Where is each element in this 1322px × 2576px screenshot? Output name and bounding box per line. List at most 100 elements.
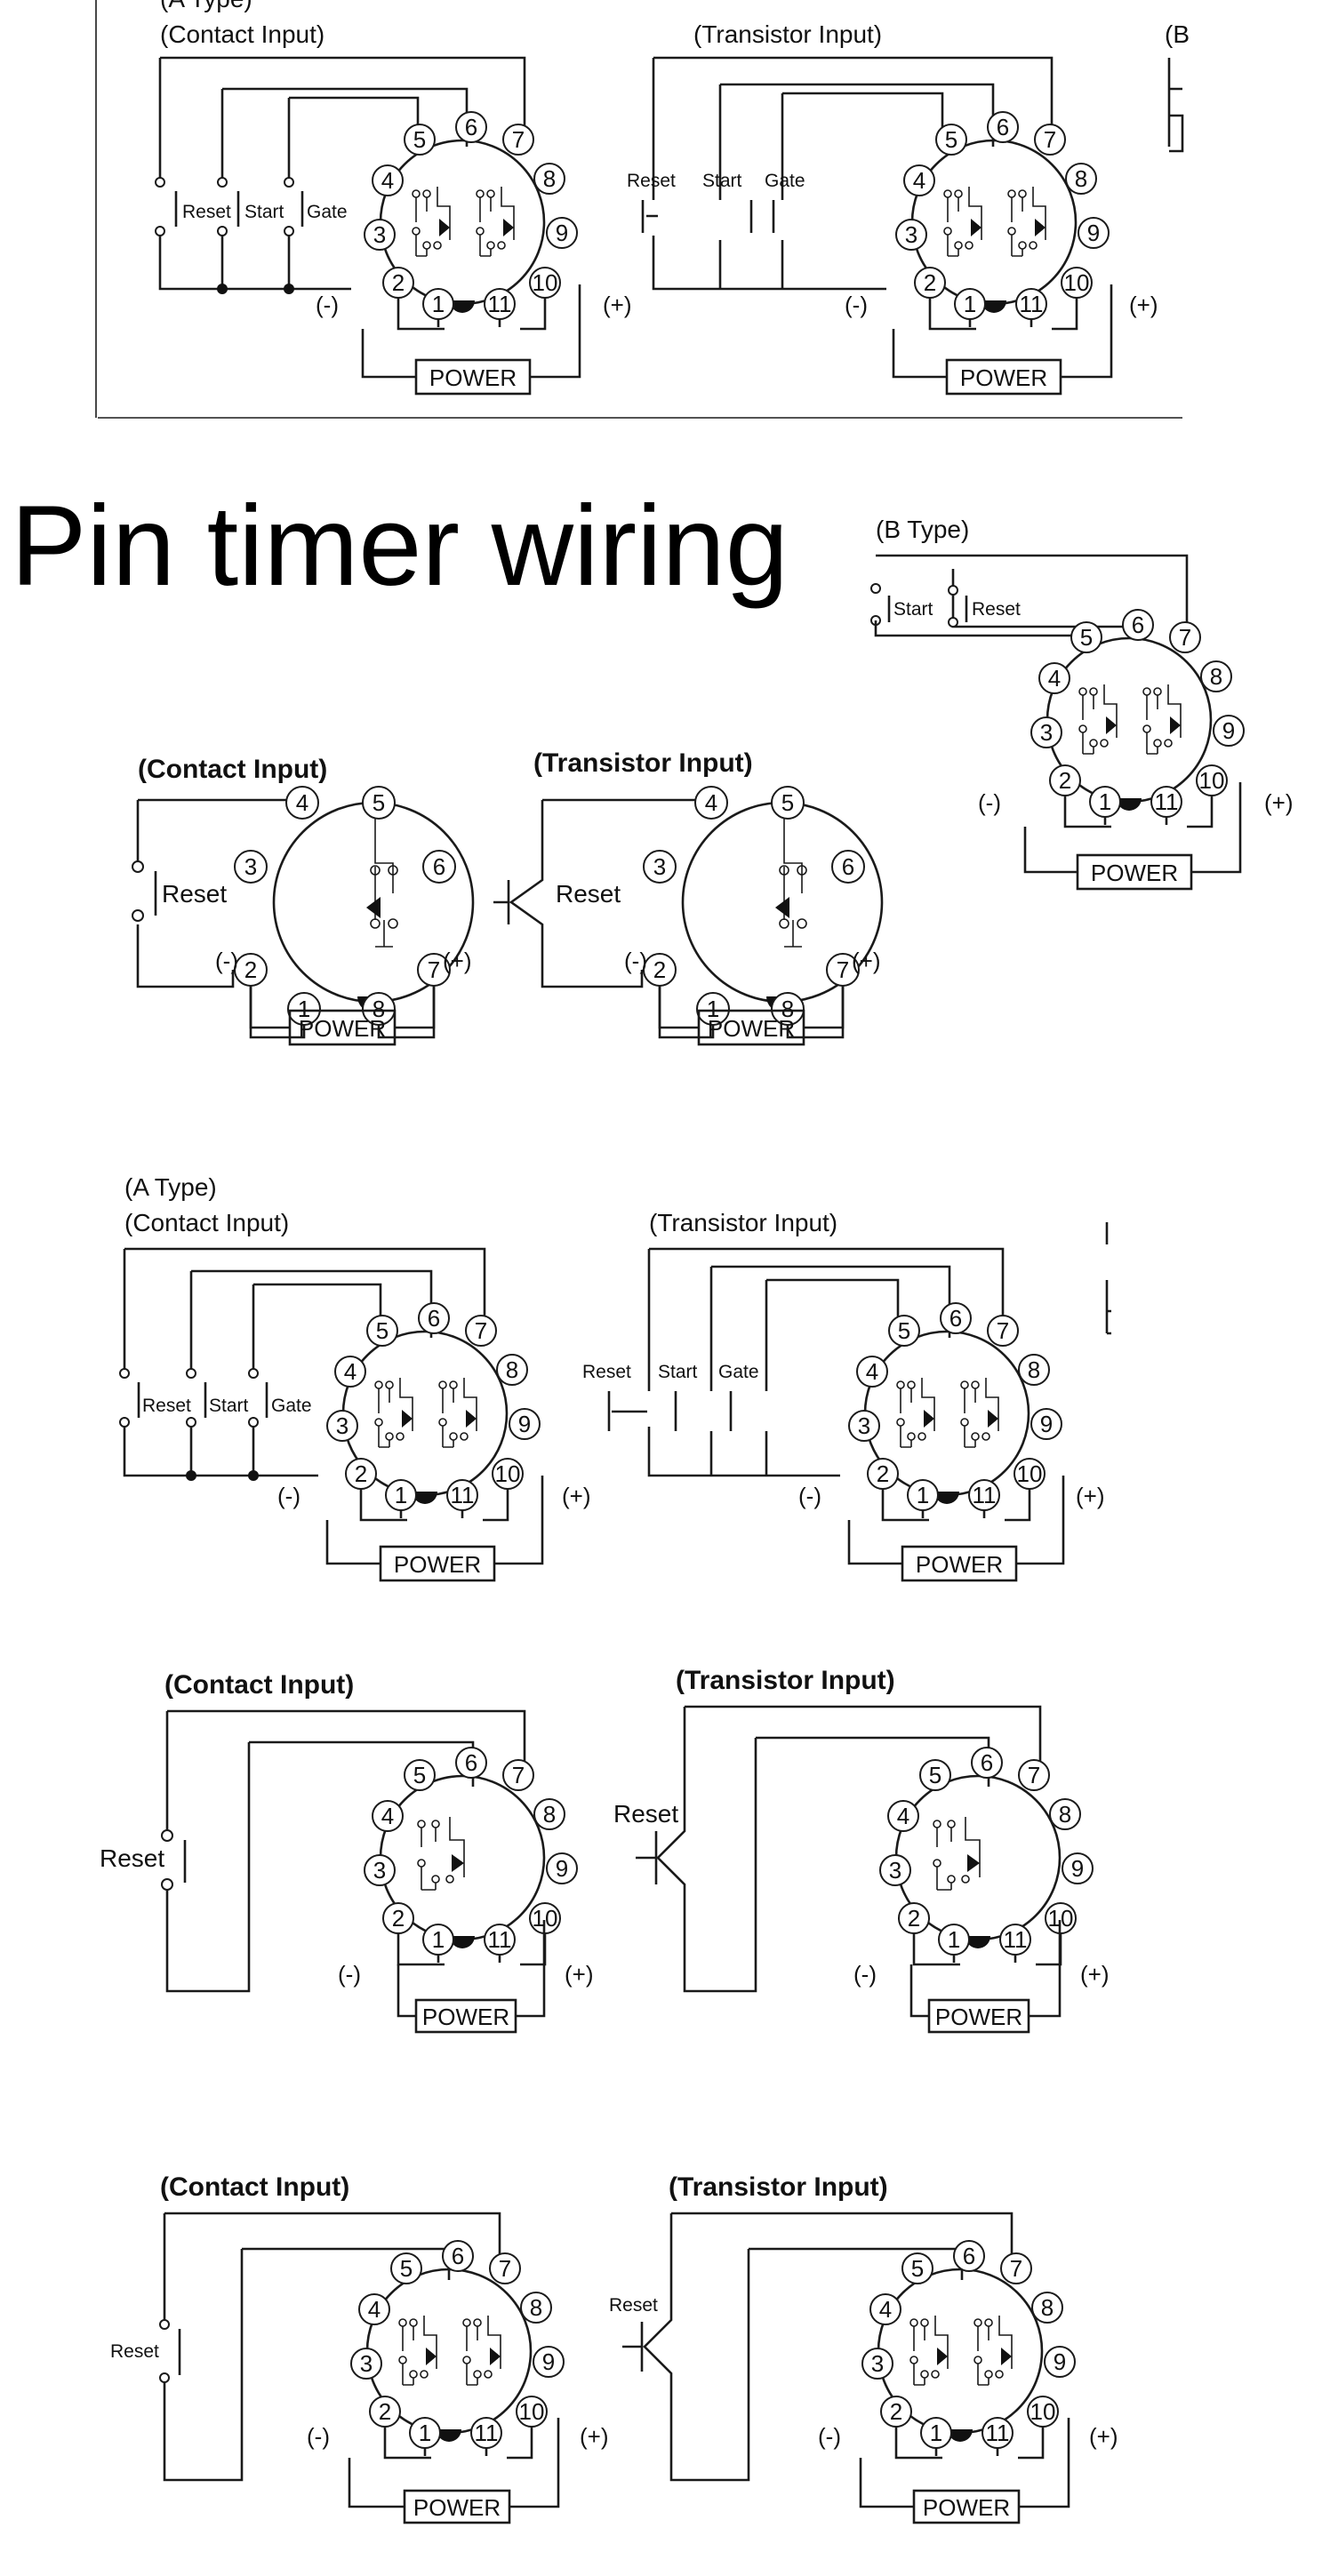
- power-label: POWER: [708, 1015, 795, 1042]
- contact-input-label: (Contact Input): [160, 20, 324, 48]
- pin-number: 3: [336, 1412, 349, 1439]
- timer-socket-11pin: [1030, 608, 1246, 828]
- pin-number: 7: [428, 956, 440, 983]
- pin-number: 1: [930, 2420, 942, 2446]
- gate-label: Gate: [271, 1396, 312, 1416]
- pin-number: 6: [465, 114, 477, 140]
- pin-number: 7: [1179, 624, 1191, 651]
- pin-number: 4: [897, 1803, 909, 1829]
- pin-number: 8: [1210, 663, 1222, 690]
- pin-number: 6: [963, 2243, 975, 2269]
- pin-number: 3: [360, 2350, 373, 2377]
- pin-number: 6: [997, 114, 1009, 140]
- pin-number: 4: [879, 2296, 892, 2323]
- pin-number: 10: [519, 2398, 545, 2425]
- pin-number: 10: [1064, 269, 1090, 296]
- pin-number: 3: [244, 853, 257, 880]
- pin-number: 7: [499, 2255, 511, 2282]
- pin-number: 2: [877, 1460, 889, 1487]
- pin-number: 6: [842, 853, 854, 880]
- gate-label: Gate: [307, 202, 348, 222]
- pin-number: 6: [428, 1305, 440, 1332]
- plus-label: (+): [1080, 1961, 1110, 1988]
- reset-label: Reset: [582, 1362, 631, 1382]
- power-label: POWER: [299, 1015, 386, 1042]
- plus-label: (+): [443, 948, 472, 974]
- pin-number: 1: [395, 1482, 407, 1508]
- pin-number: 2: [355, 1460, 367, 1487]
- power-label: POWER: [413, 2494, 501, 2521]
- reset-label: Reset: [627, 171, 676, 191]
- pin-number: 11: [1155, 788, 1179, 815]
- plus-label: (+): [1076, 1483, 1105, 1509]
- reset-label: Reset: [110, 2341, 159, 2362]
- minus-label: (-): [978, 789, 1001, 816]
- pin-number: 1: [419, 2420, 431, 2446]
- timer-socket-11pin: [325, 1301, 541, 1522]
- pin-number: 9: [1222, 717, 1235, 744]
- pin-number: 8: [1041, 2294, 1054, 2321]
- plus-label: (+): [1264, 789, 1294, 816]
- pin-number: 1: [917, 1482, 929, 1508]
- pin-number: 5: [1080, 624, 1093, 651]
- pin-number: 5: [911, 2255, 924, 2282]
- minus-label: (-): [845, 292, 868, 318]
- pin-number: 2: [653, 956, 666, 983]
- pin-number: 8: [543, 1801, 556, 1828]
- pin-number: 1: [432, 1926, 445, 1953]
- gate-label: Gate: [765, 171, 805, 191]
- minus-label: (-): [316, 292, 339, 318]
- plus-label: (+): [562, 1483, 591, 1509]
- reset-label: Reset: [613, 1800, 678, 1828]
- reset-label: Reset: [162, 880, 227, 908]
- pin-number: 2: [924, 269, 936, 296]
- pin-number: 3: [373, 1857, 386, 1884]
- pin-number: 3: [1040, 719, 1053, 746]
- pin-number: 11: [1020, 291, 1044, 317]
- reset-label: Reset: [972, 599, 1021, 620]
- pin-number: 4: [344, 1358, 357, 1385]
- reset-label: Reset: [609, 2295, 658, 2316]
- page-title: Pin timer wiring: [11, 483, 789, 610]
- gate-label: Gate: [718, 1362, 759, 1382]
- pin-number: 1: [948, 1926, 960, 1953]
- power-label: POWER: [960, 364, 1047, 391]
- pin-number: 10: [1199, 767, 1225, 794]
- a-type-label: (A Type): [160, 0, 252, 12]
- timer-socket-8pin: [642, 785, 884, 1039]
- b-type-label: (B Type): [876, 516, 969, 543]
- pin-number: 4: [705, 789, 717, 816]
- pin-number: 2: [379, 2398, 391, 2425]
- minus-label: (-): [277, 1483, 300, 1509]
- section-8pin: (Contact Input) (Transistor Input) Reset…: [132, 748, 884, 1046]
- pin-number: 1: [964, 291, 976, 317]
- start-label: Start: [893, 599, 933, 620]
- transistor-input-label: (Transistor Input): [676, 1666, 895, 1695]
- pin-number: 5: [373, 789, 385, 816]
- pin-number: 2: [392, 1905, 405, 1932]
- pin-number: 10: [1017, 1460, 1043, 1487]
- pin-number: 6: [465, 1749, 477, 1776]
- pin-number: 7: [512, 126, 525, 153]
- pin-number: 8: [1075, 165, 1087, 192]
- pin-number: 7: [512, 1762, 525, 1788]
- pin-number: 5: [413, 1762, 426, 1788]
- pin-number: 5: [898, 1317, 910, 1344]
- pin-number: 4: [866, 1358, 878, 1385]
- minus-label: (-): [798, 1483, 821, 1509]
- pin-number: 5: [400, 2255, 413, 2282]
- section-b-type: (B Type) Start Reset (-) (+) POWER 12345…: [870, 516, 1294, 891]
- transistor-input-label: (Transistor Input): [693, 20, 882, 48]
- contact-input-label: (Contact Input): [138, 755, 327, 784]
- pin-number: 10: [1030, 2398, 1056, 2425]
- pin-number: 4: [368, 2296, 381, 2323]
- timer-socket-11pin: [894, 110, 1110, 331]
- pin-number: 4: [296, 789, 308, 816]
- pin-number: 7: [475, 1317, 487, 1344]
- b-type-partial-label: (B: [1165, 20, 1190, 48]
- pin-number: 11: [475, 2420, 499, 2446]
- pin-number: 11: [451, 1482, 475, 1508]
- start-label: Start: [658, 1362, 698, 1382]
- pin-number: 6: [452, 2243, 464, 2269]
